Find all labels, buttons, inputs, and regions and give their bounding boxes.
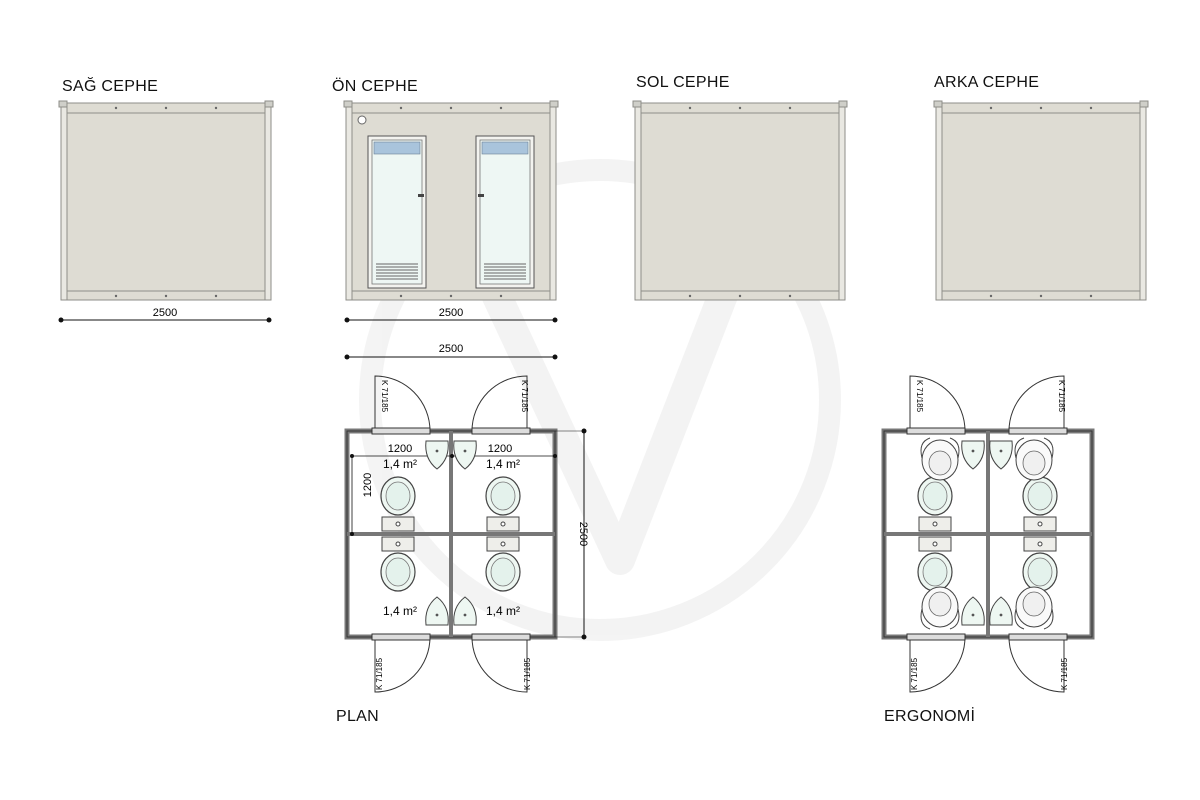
ergonomi-door-code-1: K 71/185 [915,380,924,413]
ergonomi-door-code-3: K 71/185 [910,657,919,690]
plan-view: 2500 2500 1200 1200 1200 1,4 m² 1,4 m² 1… [344,343,589,693]
right-elevation [58,100,274,301]
ergonomi-view: K 71/185 K 71/185 K 71/185 K 71/185 [881,375,1095,693]
plan-area-4: 1,4 m² [486,604,520,618]
watermark-logo [359,159,841,641]
plan-side-dimension: 2500 [577,522,589,546]
front-door-left [367,135,427,289]
right-elevation-width: 2500 [153,307,177,319]
plan-top-dimension: 2500 [439,343,463,355]
front-door-right [475,135,535,289]
plan-door-code-4: K 71/185 [523,657,532,690]
ergonomi-doors [906,375,1068,693]
ergonomi-title: ERGONOMİ [884,708,976,725]
back-elevation-title: ARKA CEPHE [934,74,1040,91]
plan-area-3: 1,4 m² [383,604,417,618]
plan-cell-width-right: 1200 [488,443,512,455]
plan-door-code-1: K 71/185 [380,380,389,413]
plan-door-code-3: K 71/185 [375,657,384,690]
left-elevation [632,100,848,301]
right-elevation-title: SAĞ CEPHE [62,78,159,95]
plan-doors [371,375,531,693]
right-elevation-dimension: 2500 [58,307,272,323]
plan-door-code-2: K 71/185 [520,380,529,413]
ergonomi-door-code-4: K 71/185 [1060,657,1069,690]
plan-cell-height: 1200 [362,473,374,497]
front-elevation-width: 2500 [439,307,463,319]
front-elevation-dimension: 2500 [344,307,558,323]
front-elevation [343,100,559,301]
plan-title: PLAN [336,708,379,725]
left-elevation-title: SOL CEPHE [636,74,730,91]
plan-area-2: 1,4 m² [486,457,520,471]
front-elevation-title: ÖN CEPHE [332,78,418,95]
ergonomi-door-code-2: K 71/185 [1057,380,1066,413]
plan-area-1: 1,4 m² [383,457,417,471]
back-elevation [933,100,1149,301]
plan-cell-width-left: 1200 [388,443,412,455]
